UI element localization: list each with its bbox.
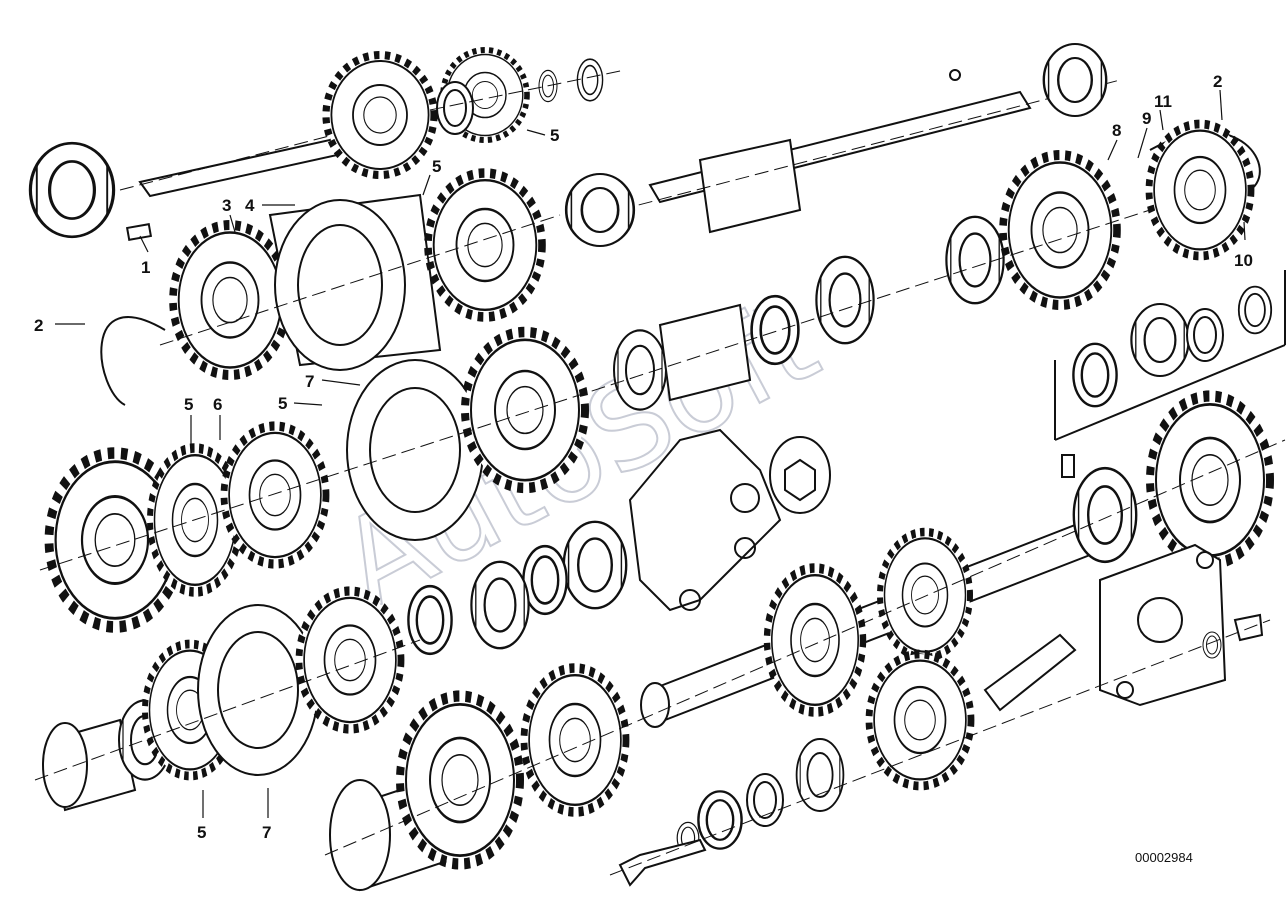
callout-8: 8 bbox=[1112, 121, 1121, 140]
callout-labels: 1 2 2 3 4 5 5 5 5 5 6 7 7 8 9 10 11 bbox=[34, 72, 1253, 842]
idler-gear-assembly bbox=[609, 543, 1271, 887]
callout-3: 3 bbox=[222, 196, 231, 215]
diagram-reference-number: 00002984 bbox=[1135, 850, 1193, 865]
callout-7-bottom: 7 bbox=[262, 823, 271, 842]
callout-9: 9 bbox=[1142, 109, 1151, 128]
callout-2-left: 2 bbox=[34, 316, 43, 335]
callout-11: 11 bbox=[1154, 92, 1172, 111]
lower-gear-group-center bbox=[324, 668, 641, 892]
main-shaft-assembly bbox=[564, 42, 1121, 248]
callout-5-upper-mid: 5 bbox=[432, 157, 441, 176]
callout-2-right: 2 bbox=[1213, 72, 1222, 91]
callout-10: 10 bbox=[1234, 251, 1253, 270]
callout-1: 1 bbox=[141, 258, 150, 277]
callout-5-mid: 5 bbox=[278, 394, 287, 413]
callout-6: 6 bbox=[213, 395, 222, 414]
lower-gear-group-left bbox=[34, 591, 421, 812]
countershaft-gear-row bbox=[39, 124, 1273, 627]
shift-bracket bbox=[407, 428, 831, 656]
callout-7-mid: 7 bbox=[305, 372, 314, 391]
synchro-assembly-upper bbox=[100, 173, 561, 406]
callout-5-bottom: 5 bbox=[197, 823, 206, 842]
input-shaft-assembly bbox=[28, 50, 626, 241]
callout-5-mid-left: 5 bbox=[184, 395, 193, 414]
lower-countershaft bbox=[639, 270, 1286, 728]
callout-leaders bbox=[55, 89, 1246, 818]
callout-4: 4 bbox=[245, 196, 255, 215]
callout-5-top: 5 bbox=[550, 126, 559, 145]
